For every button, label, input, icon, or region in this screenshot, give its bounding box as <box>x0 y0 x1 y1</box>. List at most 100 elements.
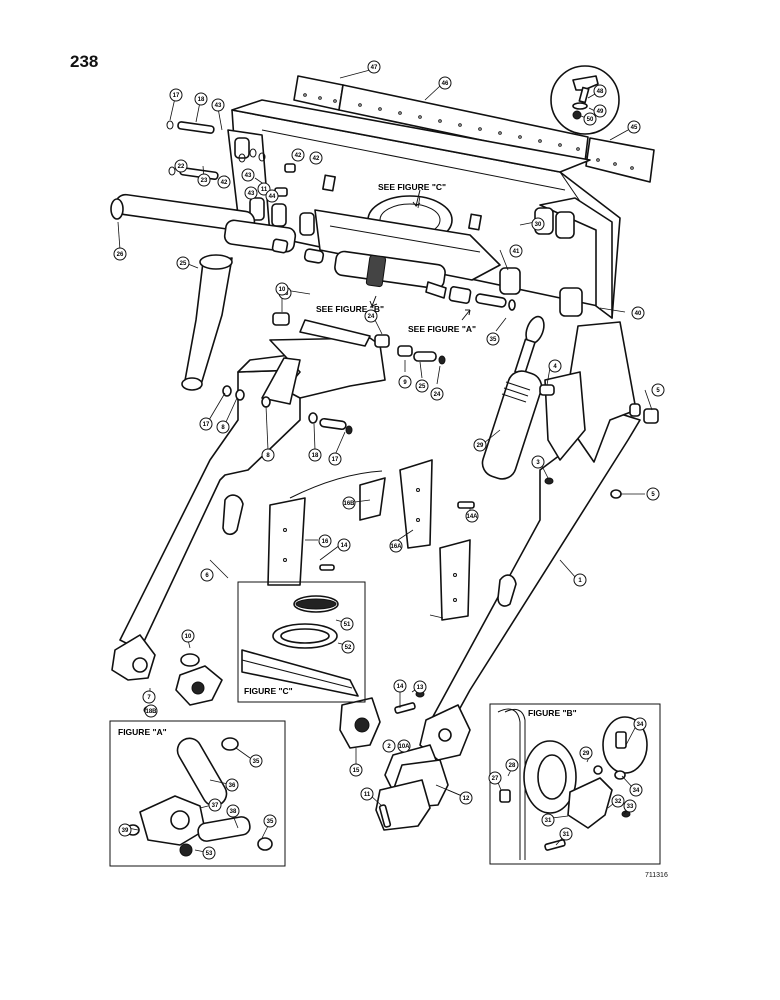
link-arm <box>183 257 233 389</box>
angle-cylinder-right <box>334 250 446 290</box>
callout-label: 14A <box>466 514 478 520</box>
callout-circle <box>393 679 407 693</box>
callout-c10b: 10 <box>181 629 195 643</box>
wear-plates <box>267 459 475 621</box>
top-frame-assembly <box>110 75 655 319</box>
lower-bracket-assembly <box>339 690 449 831</box>
callout-c27: 27 <box>488 771 502 785</box>
callout-circle <box>225 778 239 792</box>
callout-label: 3 <box>536 460 540 466</box>
callout-c42a: 42 <box>291 148 305 162</box>
callout-label: 42 <box>295 153 302 159</box>
callout-c44: 44 <box>265 189 279 203</box>
callout-c25b: 25 <box>415 379 429 393</box>
callout-c35a: 35 <box>486 332 500 346</box>
callout-label: 35 <box>490 337 497 343</box>
callout-c53: 53 <box>202 846 216 860</box>
callout-label: 36 <box>229 783 236 789</box>
callout-label: 2 <box>387 744 391 750</box>
callout-c30: 30 <box>531 217 545 231</box>
callout-c11b: 11 <box>360 787 374 801</box>
callout-circle <box>415 379 429 393</box>
callout-label: 42 <box>221 180 228 186</box>
callout-label: 40 <box>635 311 642 317</box>
callout-c29: 29 <box>473 438 487 452</box>
figure-a-box <box>109 720 286 867</box>
callout-c35c: 35 <box>263 814 277 828</box>
callout-label: 43 <box>248 191 255 197</box>
callout-circle <box>199 417 213 431</box>
callout-c42c: 42 <box>217 175 231 189</box>
callout-circle <box>438 76 452 90</box>
callout-circle <box>531 455 545 469</box>
callout-label: 47 <box>371 65 378 71</box>
callout-label: 15 <box>353 768 360 774</box>
callout-c34a: 34 <box>633 717 647 731</box>
callout-circle <box>275 282 289 296</box>
callout-c46: 46 <box>438 76 452 90</box>
callout-c16b: 16B <box>342 496 356 510</box>
callout-c15: 15 <box>349 763 363 777</box>
callout-circle <box>505 758 519 772</box>
callout-c13: 13 <box>413 680 427 694</box>
callout-label: 29 <box>477 443 484 449</box>
callout-c28: 28 <box>505 758 519 772</box>
callout-c14b: 14 <box>393 679 407 693</box>
callout-label: 41 <box>513 249 520 255</box>
figure-b-box <box>489 703 661 865</box>
callout-c33: 33 <box>623 799 637 813</box>
callout-circle <box>341 640 355 654</box>
callout-circle <box>217 175 231 189</box>
callout-c37: 37 <box>208 798 222 812</box>
callout-label: 31 <box>545 818 552 824</box>
callout-circle <box>509 244 523 258</box>
callout-c32: 32 <box>611 794 625 808</box>
end-plate-right <box>539 197 613 319</box>
callout-c43a: 43 <box>211 98 225 112</box>
callout-circle <box>593 104 607 118</box>
callout-label: 49 <box>597 109 604 115</box>
callout-circle <box>531 217 545 231</box>
callout-circle <box>651 383 665 397</box>
callout-c52: 52 <box>341 640 355 654</box>
callout-label: 34 <box>633 788 640 794</box>
callout-c31: 31 <box>541 813 555 827</box>
callout-circle <box>397 739 411 753</box>
callout-label: 35 <box>253 759 260 765</box>
callout-circle <box>629 783 643 797</box>
callout-circle <box>342 496 356 510</box>
callout-label: 25 <box>180 261 187 267</box>
callout-circle <box>413 680 427 694</box>
callout-c40: 40 <box>631 306 645 320</box>
callout-c31b: 31 <box>559 827 573 841</box>
callout-label: 38 <box>230 809 237 815</box>
callout-label: 24 <box>434 392 441 398</box>
callout-circle <box>541 813 555 827</box>
callout-circle <box>194 92 208 106</box>
callout-c26a: 26 <box>113 247 127 261</box>
figure-b-title: FIGURE "B" <box>528 708 577 718</box>
callout-circle <box>360 787 374 801</box>
callout-circle <box>611 794 625 808</box>
callout-label: 5 <box>651 492 655 498</box>
callout-circle <box>174 159 188 173</box>
callout-c9: 9 <box>398 375 412 389</box>
moldboard-top-edge <box>231 99 591 173</box>
callout-label: 10A <box>398 744 410 750</box>
callout-label: 53 <box>206 851 213 857</box>
callout-circle <box>142 690 156 704</box>
callout-circle <box>465 509 479 523</box>
callout-c24b: 24 <box>430 387 444 401</box>
callout-circle <box>337 538 351 552</box>
cutting-edge-right <box>585 137 655 183</box>
callout-label: 17 <box>173 93 180 99</box>
callout-c29b: 29 <box>579 746 593 760</box>
callout-circle <box>382 739 396 753</box>
callout-circle <box>318 534 332 548</box>
page-number: 238 <box>70 52 99 71</box>
callout-label: 33 <box>627 804 634 810</box>
callout-c5b: 5 <box>646 487 660 501</box>
callout-label: 22 <box>178 164 185 170</box>
callout-label: 43 <box>245 173 252 179</box>
callout-c50: 50 <box>583 112 597 126</box>
